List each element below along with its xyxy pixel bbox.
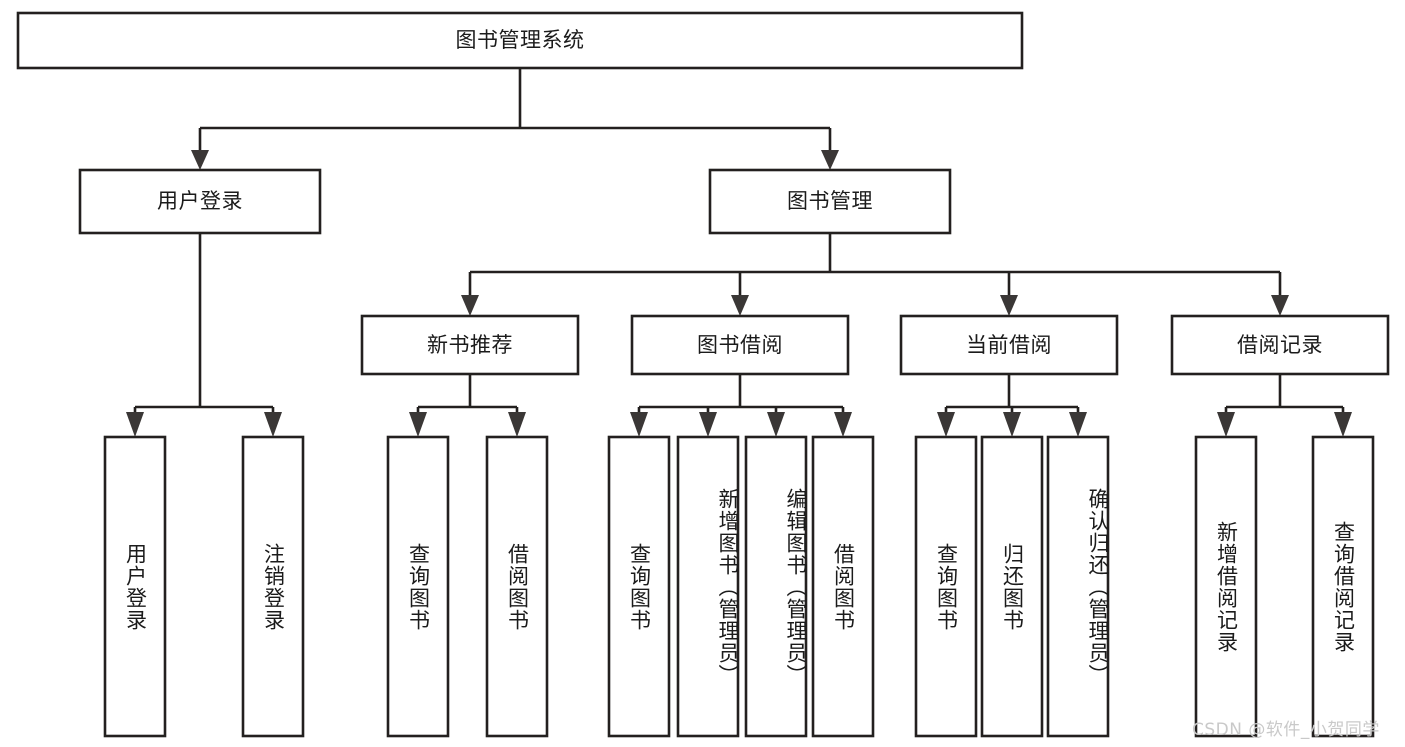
node-box-current-borrow[interactable] xyxy=(899,314,1119,376)
leaf-box-add-record[interactable] xyxy=(1194,435,1258,738)
leaf-box-query-record[interactable] xyxy=(1311,435,1375,738)
arrow-head-new-book-rec xyxy=(461,295,479,316)
connector-group-new-book-rec xyxy=(409,374,526,437)
arrow-head-leaf-query-book-cur xyxy=(937,412,955,437)
arrow-head-leaf-logout xyxy=(264,412,282,437)
arrow-head-user-login xyxy=(191,150,209,170)
arrow-head-leaf-confirm-return xyxy=(1069,412,1087,437)
leaf-box-edit-book[interactable] xyxy=(744,435,808,738)
leaf-box-borrow-book[interactable] xyxy=(811,435,875,738)
arrow-head-leaf-add-book xyxy=(699,412,717,437)
node-box-book-manage[interactable] xyxy=(708,168,952,235)
node-box-user-login[interactable] xyxy=(78,168,322,235)
leaf-box-logout[interactable] xyxy=(241,435,305,738)
arrow-head-leaf-query-record xyxy=(1334,412,1352,437)
arrow-head-leaf-query-book-borrow xyxy=(630,412,648,437)
node-box-book-borrow[interactable] xyxy=(630,314,850,376)
connector-group-current-borrow xyxy=(937,374,1087,437)
connector-group-book-manage xyxy=(461,233,1289,316)
connector-group-root xyxy=(191,68,839,170)
arrow-head-leaf-query-book-rec xyxy=(409,412,427,437)
node-box-root[interactable] xyxy=(16,11,1024,70)
leaf-box-query-book-cur[interactable] xyxy=(914,435,978,738)
connector-group-borrow-record xyxy=(1217,374,1352,437)
arrow-head-leaf-user-login xyxy=(126,412,144,437)
node-box-new-book-rec[interactable] xyxy=(360,314,580,376)
arrow-head-leaf-edit-book xyxy=(767,412,785,437)
connector-group-book-borrow xyxy=(630,374,852,437)
leaf-box-borrow-book-rec[interactable] xyxy=(485,435,549,738)
connector-group-user-login xyxy=(126,233,282,437)
leaf-box-user-login[interactable] xyxy=(103,435,167,738)
node-box-borrow-record[interactable] xyxy=(1170,314,1390,376)
arrow-head-leaf-add-record xyxy=(1217,412,1235,437)
arrow-head-current-borrow xyxy=(1000,295,1018,316)
arrow-head-book-borrow xyxy=(731,295,749,316)
arrow-head-leaf-borrow-book-rec xyxy=(508,412,526,437)
leaf-box-confirm-return[interactable] xyxy=(1046,435,1110,738)
arrow-head-leaf-return-book xyxy=(1003,412,1021,437)
arrow-head-borrow-record xyxy=(1271,295,1289,316)
leaf-box-add-book[interactable] xyxy=(676,435,740,738)
arrow-head-leaf-borrow-book xyxy=(834,412,852,437)
leaf-box-return-book[interactable] xyxy=(980,435,1044,738)
leaf-box-query-book-borrow[interactable] xyxy=(607,435,671,738)
leaf-box-query-book-rec[interactable] xyxy=(386,435,450,738)
arrow-head-book-manage xyxy=(821,150,839,170)
